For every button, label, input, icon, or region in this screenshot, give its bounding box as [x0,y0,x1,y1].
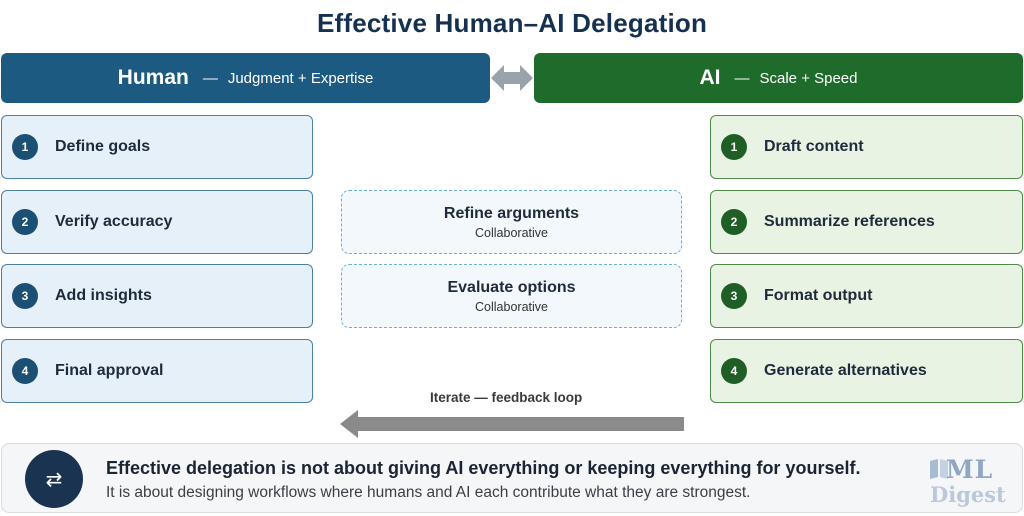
ai-header-dash: — [734,69,750,87]
ai-step-4: 4 Generate alternatives [710,339,1023,403]
step-label: Add insights [55,287,152,304]
step-number-badge: 4 [12,358,38,384]
step-number-badge: 2 [721,209,747,235]
collaborative-title: Evaluate options [447,278,576,296]
collaborative-subtitle: Collaborative [475,225,548,240]
diagram-title: Effective Human–AI Delegation [316,8,708,38]
human-header: Human — Judgment + Expertise [1,53,490,103]
collaborative-title: Refine arguments [443,204,580,222]
step-number-badge: 1 [721,134,747,160]
step-label: Generate alternatives [764,362,927,379]
banner-body: It is about designing workflows where hu… [106,484,751,501]
collaborative-step-1: Refine arguments Collaborative [341,190,682,254]
step-label: Summarize references [764,213,935,230]
step-number-badge: 1 [12,134,38,160]
step-number-badge: 2 [12,209,38,235]
ai-step-1: 1 Draft content [710,115,1023,179]
ai-header: AI — Scale + Speed [534,53,1023,103]
ml-digest-logo: ML Digest [928,455,1020,511]
logo-line-1: ML [946,455,994,484]
ai-header-label: AI [699,66,721,89]
human-step-3: 3 Add insights [1,264,313,328]
feedback-loop-label: Iterate — feedback loop [430,390,583,405]
human-header-subtitle: Judgment + Expertise [227,69,374,87]
collaborative-subtitle: Collaborative [475,299,548,314]
banner-headline: Effective delegation is not about giving… [106,458,861,478]
summary-banner: ⇄ Effective delegation is not about givi… [1,443,1023,513]
human-header-dash: — [202,69,218,87]
double-arrow-icon [491,65,533,91]
step-number-badge: 3 [721,283,747,309]
swap-arrows-icon: ⇄ [25,450,83,508]
step-label: Draft content [764,138,864,155]
step-label: Verify accuracy [55,213,173,230]
collaborative-step-2: Evaluate options Collaborative [341,264,682,328]
human-step-1: 1 Define goals [1,115,313,179]
ai-step-2: 2 Summarize references [710,190,1023,254]
ai-header-subtitle: Scale + Speed [759,69,858,87]
human-step-2: 2 Verify accuracy [1,190,313,254]
step-number-badge: 4 [721,358,747,384]
step-number-badge: 3 [12,283,38,309]
step-label: Format output [764,287,873,304]
book-icon [930,459,948,479]
step-label: Final approval [55,362,164,379]
logo-line-2: Digest [930,482,1006,507]
left-arrow-icon [340,410,684,438]
ai-step-3: 3 Format output [710,264,1023,328]
human-step-4: 4 Final approval [1,339,313,403]
human-header-label: Human [117,66,189,89]
step-label: Define goals [55,138,151,155]
